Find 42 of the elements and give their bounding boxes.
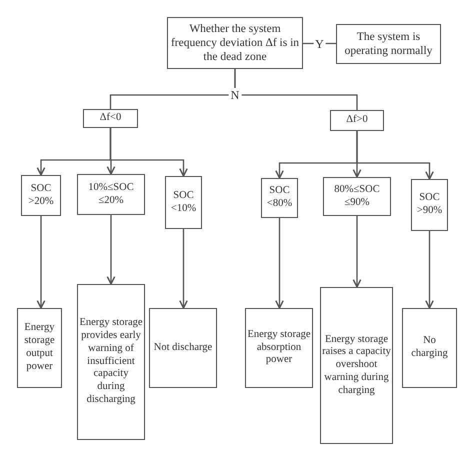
arrow	[275, 218, 284, 309]
process-box	[323, 177, 391, 216]
box-text: Energy storage raises a capacity overshoot warning during charging	[321, 334, 392, 398]
box-text: SOC >20%	[27, 182, 55, 208]
box-text: No charging	[410, 335, 449, 361]
box-text: Δf>0	[345, 114, 369, 127]
process-box	[17, 308, 62, 388]
box-text: Not discharge	[152, 342, 214, 354]
arrow	[36, 216, 46, 309]
arrow	[110, 128, 188, 177]
box-text: 10%≤SOC ≤20%	[87, 182, 135, 208]
connector-line	[234, 69, 358, 110]
process-box	[21, 175, 61, 216]
process-box	[149, 308, 217, 388]
box-text: Whether the system frequency deviation Δf is in the dead zone	[170, 22, 300, 64]
process-box	[411, 179, 448, 231]
process-box	[261, 178, 298, 218]
box-text: Δf<0	[98, 112, 122, 125]
edge-label: N	[228, 88, 242, 102]
process-box	[245, 308, 313, 388]
arrow	[106, 215, 116, 285]
arrow	[179, 229, 188, 309]
process-box	[320, 287, 393, 444]
box-text: Energy storage absorption power	[246, 328, 312, 368]
process-box	[83, 109, 138, 128]
process-box	[77, 174, 145, 215]
process-box	[165, 176, 202, 229]
box-text: Energy storage provides early warning of insufficient capacity during discharging	[78, 317, 144, 407]
arrow	[356, 131, 434, 180]
arrow	[352, 216, 362, 288]
process-box	[336, 24, 441, 64]
box-text: Energy storage output power	[23, 322, 56, 374]
box-text: SOC <10%	[170, 190, 198, 216]
connector-line	[303, 42, 336, 44]
process-box	[402, 308, 457, 388]
process-box	[330, 110, 384, 131]
box-text: SOC <80%	[266, 185, 294, 211]
process-box	[77, 284, 145, 440]
box-text: SOC >90%	[416, 192, 444, 218]
box-text: 80%≤SOC ≤90%	[333, 184, 381, 210]
box-text: The system is operating normally	[344, 30, 434, 58]
arrow	[425, 231, 434, 309]
